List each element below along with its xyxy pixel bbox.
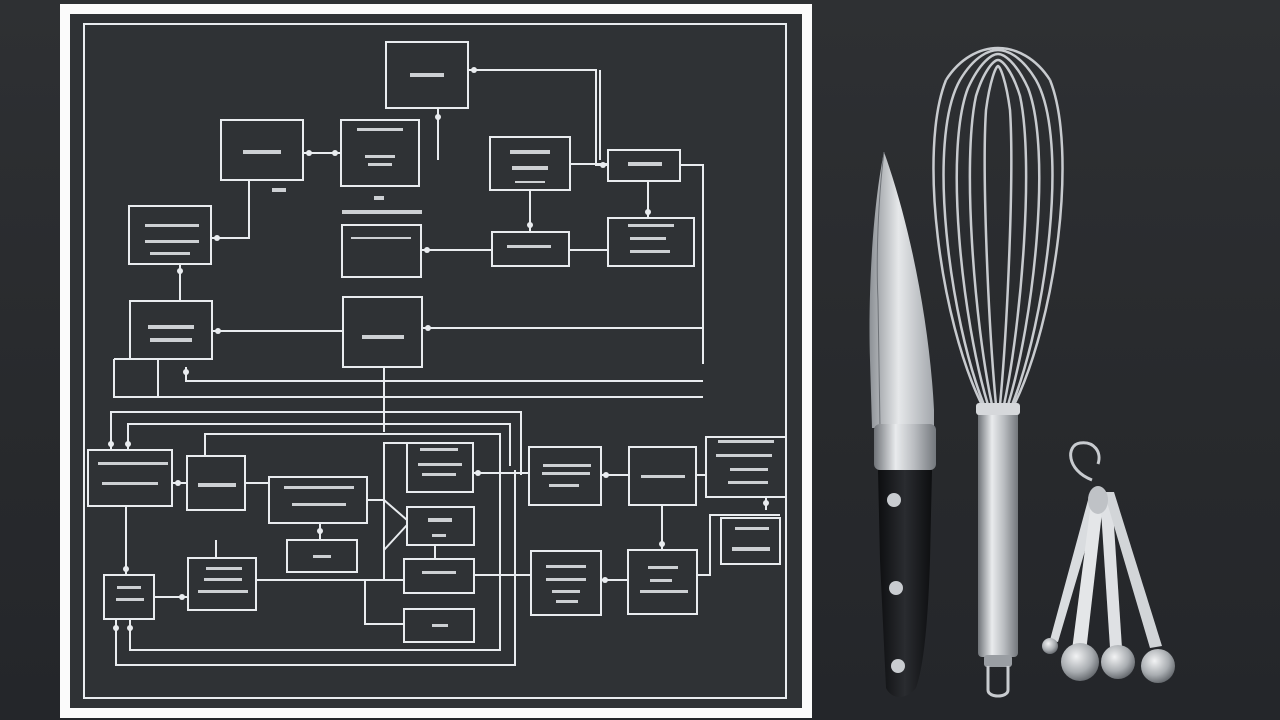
flow-box <box>187 557 257 611</box>
spoon-ring <box>1069 441 1101 482</box>
spoon-bowl <box>1042 638 1058 654</box>
knife-rivet <box>887 493 901 507</box>
whisk-handle <box>978 405 1018 657</box>
flow-box <box>705 436 787 498</box>
flow-box <box>286 539 358 573</box>
whisk-hanging-loop <box>986 666 1010 698</box>
flow-box <box>87 449 173 507</box>
flow-box <box>385 41 469 109</box>
knife-rivet <box>891 659 905 673</box>
spoon-bowl <box>1141 649 1175 683</box>
knife-bolster <box>874 424 936 470</box>
flow-box <box>720 517 781 565</box>
flow-box <box>220 119 304 181</box>
measuring-spoons <box>1042 441 1175 683</box>
connector-arrowheads <box>108 67 769 631</box>
knife-rivet <box>889 581 903 595</box>
diagram-frame <box>83 23 787 699</box>
spoon-handle <box>1072 495 1104 652</box>
flow-box <box>403 608 475 643</box>
box-text-marks <box>98 73 774 627</box>
flow-box <box>406 442 474 493</box>
balloon-whisk <box>932 46 1064 698</box>
knife-blade <box>869 152 934 428</box>
spoon-bowl <box>1061 643 1099 681</box>
spoon-bowl <box>1101 645 1135 679</box>
spoon-handle <box>1100 495 1122 648</box>
chef-knife <box>869 151 936 697</box>
knife-handle <box>878 470 932 697</box>
spoon-handle <box>1104 492 1162 648</box>
flow-box <box>530 550 602 616</box>
flow-box <box>607 217 695 267</box>
whisk-wires <box>932 46 1064 406</box>
flow-box <box>128 205 212 265</box>
